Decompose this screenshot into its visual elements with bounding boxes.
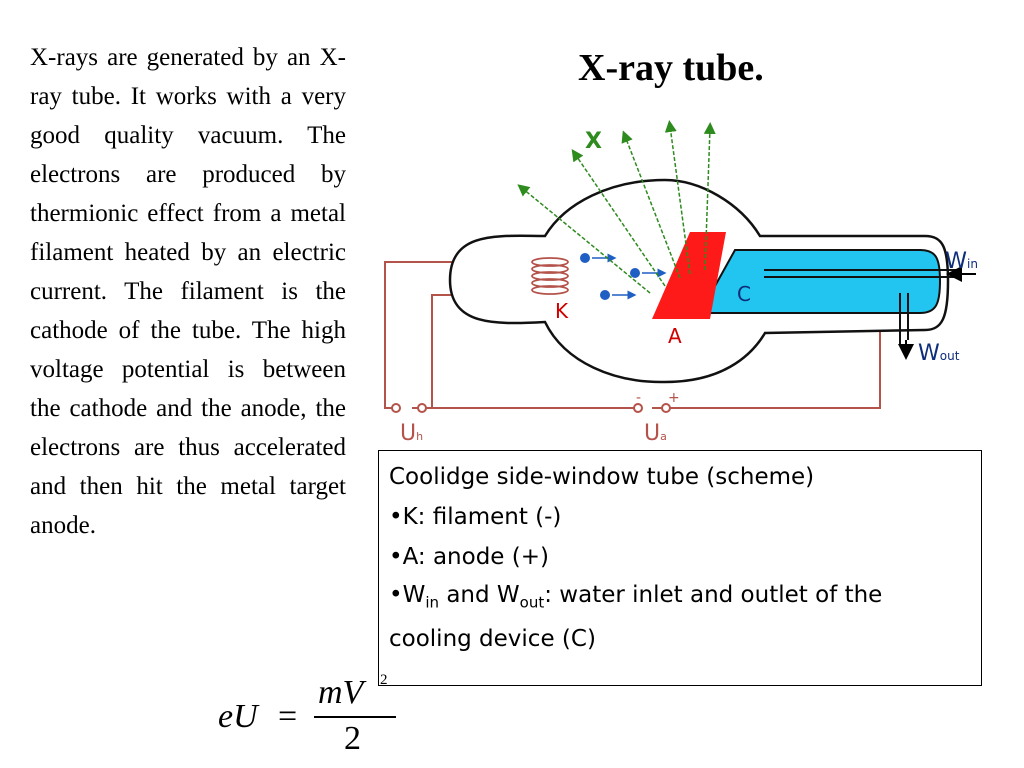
formula-exponent: 2 bbox=[380, 672, 388, 688]
legend-box: Coolidge side-window tube (scheme) •K: f… bbox=[378, 450, 982, 686]
fraction-bar bbox=[314, 716, 396, 718]
legend-heading: Coolidge side-window tube (scheme) bbox=[389, 464, 815, 490]
label-uh: Uh bbox=[400, 421, 423, 446]
xray-tube-diagram: X K A C Win Wout Uh Ua - + bbox=[384, 120, 978, 446]
slide-title: X-ray tube. bbox=[578, 47, 764, 89]
label-w-in: Win bbox=[945, 249, 978, 274]
label-w-out: Wout bbox=[918, 341, 960, 366]
energy-formula: eU = mV 2 2 bbox=[218, 672, 418, 768]
intro-paragraph: X-rays are generated by an X-ray tube. I… bbox=[30, 44, 346, 539]
label-c: C bbox=[737, 282, 751, 306]
formula-numerator: mV bbox=[318, 674, 364, 711]
label-x: X bbox=[585, 129, 602, 154]
legend-item-a: •A: anode (+) bbox=[389, 544, 549, 570]
anode-plate bbox=[652, 232, 726, 319]
legend-item-w: •Win and Wout: water inlet and outlet of… bbox=[389, 582, 883, 652]
label-ua: Ua bbox=[644, 421, 667, 446]
formula-lhs: eU bbox=[218, 698, 258, 735]
label-a: A bbox=[668, 324, 682, 348]
label-plus: + bbox=[668, 390, 680, 406]
legend-item-k: •K: filament (-) bbox=[389, 504, 562, 530]
formula-denominator: 2 bbox=[344, 720, 361, 757]
label-minus: - bbox=[636, 390, 641, 406]
label-k: K bbox=[555, 299, 569, 323]
xray-beams bbox=[517, 120, 716, 294]
coolant-chamber bbox=[698, 249, 942, 314]
electron-beam bbox=[580, 253, 667, 300]
filament-coil bbox=[531, 257, 569, 295]
formula-equals: = bbox=[278, 698, 298, 735]
